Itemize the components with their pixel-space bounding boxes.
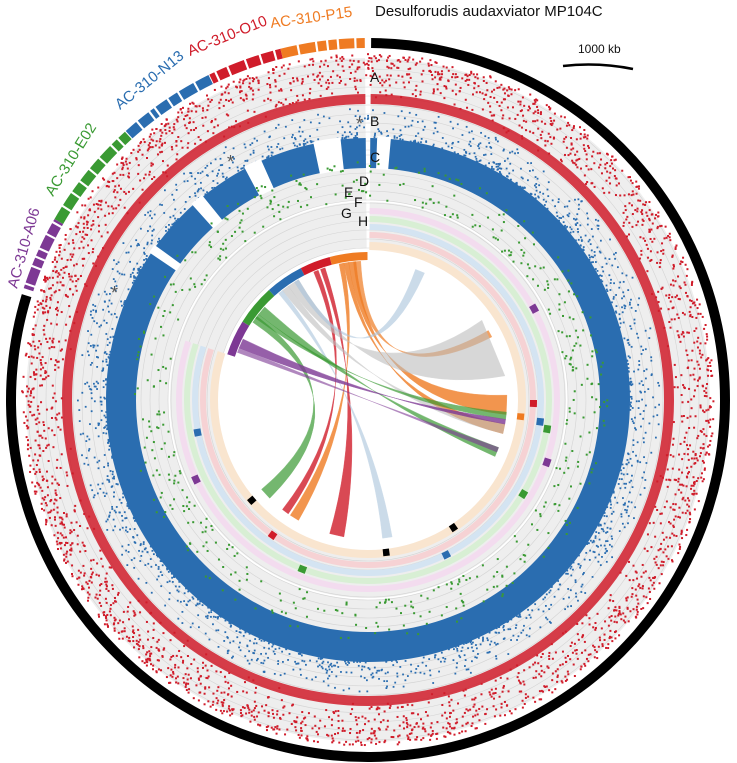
track-a-red-scatter bbox=[21, 53, 715, 747]
sag-label-o10: AC-310-O10 bbox=[185, 12, 269, 59]
track-b-blue-band bbox=[76, 108, 661, 693]
ring-letter-d: D bbox=[359, 173, 369, 189]
star-marker-1: * bbox=[356, 114, 363, 134]
sag-band-a06 bbox=[23, 219, 64, 292]
ring-letter-a: A bbox=[370, 69, 380, 85]
ring-letter-b: B bbox=[370, 113, 379, 129]
inner-sag-ring bbox=[227, 252, 368, 357]
sag-band-n13 bbox=[125, 75, 213, 139]
sag-band-p15 bbox=[280, 38, 365, 59]
scale-bar-line bbox=[562, 63, 634, 71]
sag-band-e02 bbox=[54, 131, 132, 224]
scale-bar: 1000 kb bbox=[562, 42, 634, 71]
scale-label: 1000 kb bbox=[578, 42, 621, 56]
ring-letter-e: E bbox=[344, 184, 353, 200]
inner-tracks-d-h bbox=[175, 208, 560, 592]
tracks-layer bbox=[6, 38, 731, 762]
sag-band-o10 bbox=[209, 48, 283, 84]
ring-letter-c: C bbox=[370, 149, 380, 165]
star-marker-2: * bbox=[227, 152, 234, 172]
synteny-links bbox=[237, 260, 508, 539]
genome-title: Desulforudis audaxviator MP104C bbox=[375, 3, 603, 20]
ring-letters: A B C D E F G H bbox=[341, 69, 380, 229]
sag-label-p15: AC-310-P15 bbox=[269, 4, 353, 32]
star-marker-3: * bbox=[111, 283, 118, 303]
ring-letter-g: G bbox=[341, 205, 352, 221]
ring-letter-h: H bbox=[358, 213, 368, 229]
track-c-green-scatter bbox=[133, 161, 609, 639]
sag-label-e02: AC-310-E02 bbox=[42, 120, 100, 199]
ring-letter-f: F bbox=[354, 194, 363, 210]
gap-markers: * * * bbox=[111, 114, 363, 303]
